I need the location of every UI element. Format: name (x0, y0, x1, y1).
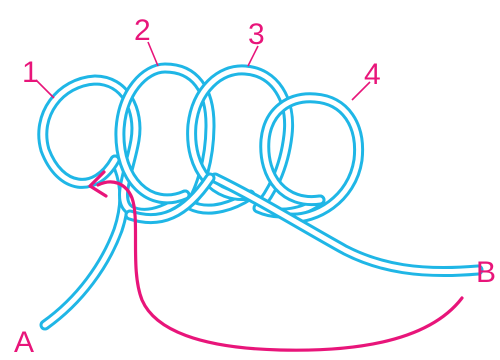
arrow-head (88, 170, 108, 198)
leader-loop-1 (35, 79, 55, 99)
label-loop-1: 1 (22, 56, 39, 89)
loop-4 (259, 92, 365, 224)
label-end-b: B (476, 256, 496, 289)
leader-loop-2 (147, 41, 159, 67)
label-loop-4: 4 (364, 58, 381, 91)
label-loop-3: 3 (248, 18, 265, 51)
threading-arrow (88, 170, 464, 352)
rope-end-b-segment (209, 172, 484, 278)
rope-crossing-segment (124, 172, 216, 225)
loop-3 (186, 64, 326, 219)
label-end-a: A (14, 326, 34, 359)
label-loop-2: 2 (134, 14, 151, 47)
leader-loop-3 (247, 45, 259, 67)
leader-loop-4 (351, 81, 371, 101)
